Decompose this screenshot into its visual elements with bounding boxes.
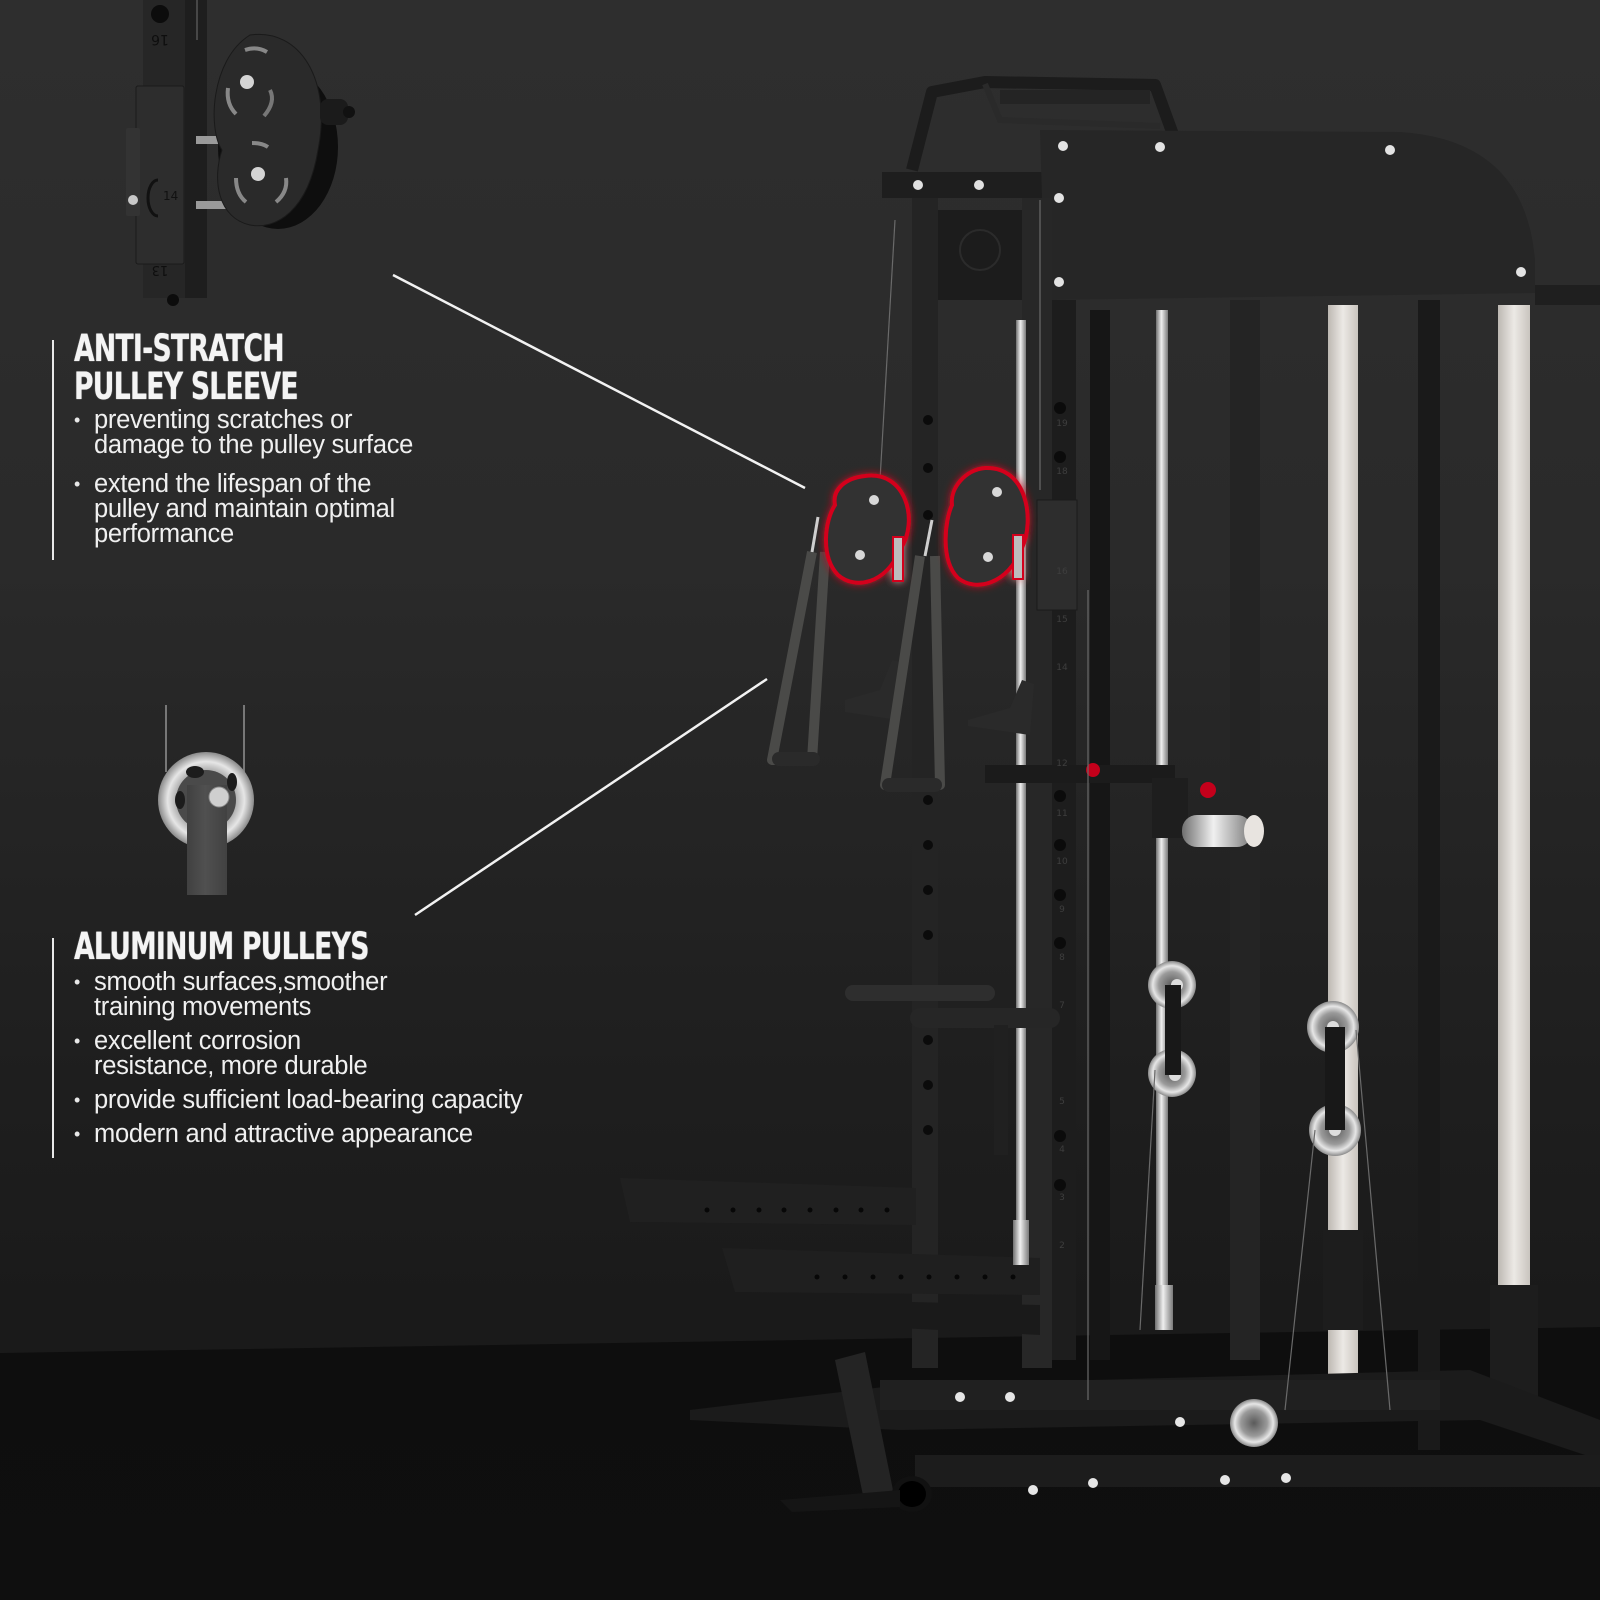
inset-anti-scratch-pulley-image: 16 14 13 bbox=[126, 0, 355, 306]
svg-text:3: 3 bbox=[1059, 1193, 1065, 1203]
highlighted-anti-scratch-pulleys bbox=[824, 465, 1030, 587]
feature-bullet: extend the lifespan of the pulley and ma… bbox=[74, 471, 494, 547]
feature-anti-scratch-pulley-sleeve: ANTI-STRATCH PULLEY SLEEVE preventing sc… bbox=[52, 330, 494, 560]
feature-title: ANTI-STRATCH PULLEY SLEEVE bbox=[74, 330, 376, 406]
svg-text:14: 14 bbox=[1056, 663, 1068, 673]
feature-bullet: smooth surfaces,smoother training moveme… bbox=[74, 969, 522, 1020]
svg-text:19: 19 bbox=[1056, 419, 1068, 429]
svg-text:9: 9 bbox=[1059, 905, 1065, 915]
functional-trainer-machine: 19 18 16 15 14 12 11 10 9 8 7 5 4 3 2 bbox=[620, 76, 1600, 1512]
inset-aluminum-pulley-image bbox=[158, 705, 254, 895]
svg-text:8: 8 bbox=[1059, 953, 1065, 963]
svg-text:14: 14 bbox=[163, 189, 178, 203]
svg-text:5: 5 bbox=[1059, 1097, 1065, 1107]
svg-text:11: 11 bbox=[1056, 809, 1067, 819]
svg-text:2: 2 bbox=[1059, 1241, 1065, 1251]
feature-bullet: modern and attractive appearance bbox=[74, 1121, 522, 1147]
svg-text:15: 15 bbox=[1056, 615, 1067, 625]
feature-bullet-list: preventing scratches or damage to the pu… bbox=[74, 407, 494, 547]
svg-text:10: 10 bbox=[1056, 857, 1068, 867]
svg-text:16: 16 bbox=[151, 31, 169, 47]
feature-title-line-1: ANTI-STRATCH bbox=[74, 327, 285, 370]
svg-text:18: 18 bbox=[1056, 467, 1068, 477]
svg-text:7: 7 bbox=[1059, 1001, 1065, 1011]
aluminum-pulley-set bbox=[1148, 961, 1361, 1447]
feature-bullet: preventing scratches or damage to the pu… bbox=[74, 407, 494, 458]
feature-title-line-2: PULLEY SLEEVE bbox=[74, 365, 299, 408]
svg-text:16: 16 bbox=[1056, 567, 1068, 577]
feature-bullet: provide sufficient load-bearing capacity bbox=[74, 1087, 523, 1113]
feature-bullet: excellent corrosion resistance, more dur… bbox=[74, 1028, 522, 1079]
callout-line-aluminum bbox=[414, 677, 768, 917]
feature-title-line-1: ALUMINUM PULLEYS bbox=[74, 925, 369, 968]
svg-text:12: 12 bbox=[1056, 759, 1067, 769]
callout-line-anti-scratch bbox=[392, 273, 806, 490]
feature-title: ALUMINUM PULLEYS bbox=[74, 928, 384, 966]
svg-text:4: 4 bbox=[1059, 1145, 1065, 1155]
svg-text:13: 13 bbox=[152, 262, 169, 277]
feature-bullet-list: smooth surfaces,smoother training moveme… bbox=[74, 969, 523, 1147]
feature-aluminum-pulleys: ALUMINUM PULLEYS smooth surfaces,smoothe… bbox=[52, 928, 523, 1158]
